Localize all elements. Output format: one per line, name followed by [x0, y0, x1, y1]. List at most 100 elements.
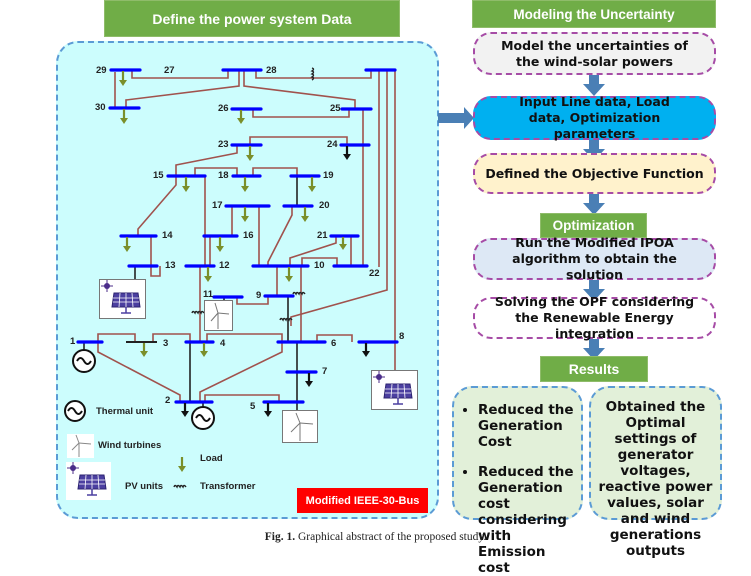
results-cost-list: Reduced the Generation Cost Reduced the … — [462, 402, 577, 576]
line-29-28 — [131, 70, 229, 79]
flow-arrow-2 — [583, 140, 605, 161]
bus-label-8: 8 — [399, 331, 405, 342]
wind-turbine-glyph — [290, 412, 314, 441]
transformer-icon-10-6 — [292, 291, 306, 296]
bus-label-12: 12 — [219, 260, 230, 271]
line-1-3 — [97, 333, 136, 342]
wind-turbine-glyph — [210, 302, 230, 329]
line-2-6 — [199, 342, 283, 402]
line-15-14 — [137, 176, 177, 236]
optimization-header-text: Optimization — [552, 218, 635, 233]
load-icon-18 — [241, 177, 249, 192]
transmission-lines — [97, 70, 396, 402]
bus-label-30: 30 — [95, 102, 106, 113]
load-icon-14 — [123, 237, 131, 252]
line-6-8 — [316, 334, 353, 342]
flow-step-text: Solving the OPF considering the Renewabl… — [494, 294, 695, 341]
load-icon-19 — [308, 177, 316, 192]
legend-pv-units: PV units — [125, 481, 164, 492]
transformer-icon-4-12 — [191, 310, 205, 315]
flow-step-solve-opf: Solving the OPF considering the Renewabl… — [473, 294, 716, 341]
legend-wind-turbines: Wind turbines — [98, 440, 162, 451]
load-icon-7 — [305, 373, 313, 387]
pv-unit-icon-bus13 — [99, 279, 146, 319]
pv-unit-icon-legend — [66, 462, 111, 500]
uncertainty-header-text: Modeling the Uncertainty — [513, 6, 675, 22]
line-4-6 — [206, 333, 283, 342]
load-icon-30 — [120, 109, 128, 124]
legend-thermal-unit: Thermal unit — [96, 406, 154, 417]
bus-label-7: 7 — [322, 366, 328, 377]
load-icon-5 — [264, 403, 272, 417]
line-15-18 — [194, 167, 238, 176]
flow-step-model-uncertainties: Model the uncertainties of the wind-sola… — [473, 32, 716, 75]
bus-label-10: 10 — [314, 260, 325, 271]
line-3-4 — [152, 333, 191, 342]
transformer-icon-27-28 — [310, 67, 315, 81]
wind-turbine-icon-bus5 — [282, 410, 318, 443]
bus-label-14: 14 — [162, 230, 173, 241]
line-28-25 — [243, 70, 356, 109]
load-icon-2 — [181, 403, 189, 417]
figure-caption-text: Graphical abstract of the proposed study… — [297, 531, 487, 543]
optimization-header: Optimization — [540, 213, 647, 238]
bus-label-26: 26 — [218, 103, 229, 114]
load-icon-24 — [343, 146, 351, 160]
solar-panel-icon — [67, 462, 107, 496]
flow-step-objective-function: Defined the Objective Function — [473, 153, 716, 194]
transformer-icons — [173, 67, 315, 489]
flow-step-text: Run the Modified IPOA algorithm to obtai… — [512, 235, 677, 282]
line-26-25 — [252, 109, 350, 118]
legend-load: Load — [200, 453, 223, 464]
bus-label-4: 4 — [220, 338, 226, 349]
load-icon-29 — [119, 71, 127, 86]
results-settings-text: Obtained the Optimal settings of generat… — [598, 399, 713, 559]
pv-unit-icon-bus8 — [371, 370, 418, 410]
flow-step-text: Model the uncertainties of the wind-sola… — [501, 37, 688, 69]
bus-label-3: 3 — [163, 338, 169, 349]
bus-label-2: 2 — [165, 395, 171, 406]
line-21-10 — [289, 236, 337, 266]
line-18-19 — [252, 167, 298, 176]
solar-panel-icon — [101, 280, 141, 314]
bus-label-27: 27 — [164, 65, 175, 76]
bus-label-11: 11 — [203, 289, 214, 300]
results-header-text: Results — [568, 361, 620, 377]
transformer-icon-9-6 — [279, 317, 293, 322]
line-2-5 — [204, 394, 280, 402]
line-20-10 — [267, 206, 293, 266]
line-24-23 — [249, 136, 348, 147]
load-icon-17 — [241, 207, 249, 222]
figure-caption: Fig. 1. Graphical abstract of the propos… — [0, 531, 751, 543]
bus-label-23: 23 — [218, 139, 229, 150]
load-arrows — [119, 71, 347, 472]
load-icon-21 — [339, 237, 347, 250]
thermal-unit-icon-legend — [64, 400, 86, 422]
define-data-header: Define the power system Data — [104, 0, 400, 37]
line-10-22 — [301, 257, 338, 266]
bus-label-21: 21 — [317, 230, 328, 241]
line-1-2 — [97, 342, 181, 402]
results-cost-item: Reduced the Generation Cost — [478, 402, 577, 450]
bus-label-5: 5 — [250, 401, 256, 412]
flow-step-input-data: Input Line data, Load data, Optimization… — [473, 94, 716, 141]
wind-turbine-glyph — [71, 434, 92, 457]
line-14-13 — [150, 236, 161, 277]
transformer-icon-legend — [173, 484, 187, 489]
bus-label-22: 22 — [369, 268, 380, 279]
load-icon-4 — [200, 343, 208, 357]
load-icon-10 — [285, 267, 293, 282]
system-badge-text: Modified IEEE-30-Bus — [305, 494, 420, 507]
panel-to-flow-arrow — [438, 107, 474, 129]
line-top-6 — [290, 70, 388, 326]
load-icon-16 — [216, 237, 224, 252]
results-cost-box: Reduced the Generation Cost Reduced the … — [452, 386, 583, 576]
thermal-generators — [64, 349, 215, 430]
system-badge: Modified IEEE-30-Bus — [297, 488, 428, 513]
load-icon-8 — [362, 343, 370, 357]
bus-label-28: 28 — [266, 65, 277, 76]
bus-label-16: 16 — [243, 230, 254, 241]
bus-label-9: 9 — [256, 290, 262, 301]
flow-step-run-ipoa: Run the Modified IPOA algorithm to obtai… — [473, 235, 716, 282]
bus-label-24: 24 — [327, 139, 338, 150]
